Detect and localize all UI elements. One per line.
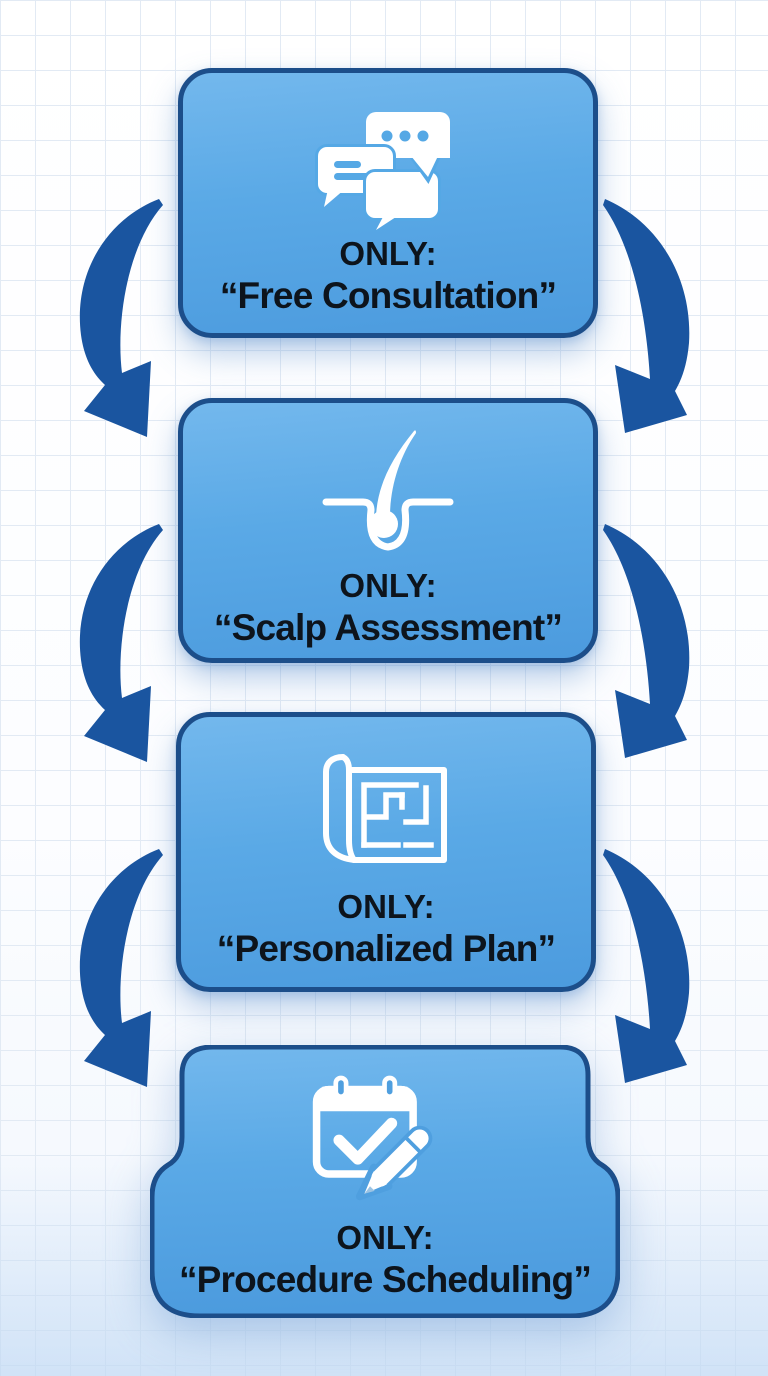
step-title: “Scalp Assessment” (213, 606, 563, 648)
curved-arrow-down-left-2-icon (79, 524, 163, 762)
blueprint-plan-icon (323, 754, 447, 863)
chat-bubbles-icon (315, 112, 450, 230)
step-title: “Free Consultation” (219, 274, 557, 316)
step-box-free-consultation: ONLY: “Free Consultation” (178, 68, 598, 338)
step-box-personalized-plan: ONLY: “Personalized Plan” (176, 712, 596, 992)
step-title: “Procedure Scheduling” (178, 1258, 592, 1300)
step-box-scalp-assessment: ONLY: “Scalp Assessment” (178, 398, 598, 663)
calendar-check-pencil-icon (312, 1075, 433, 1201)
curved-arrow-down-left-1-icon (79, 199, 163, 437)
step-title: “Personalized Plan” (216, 927, 556, 969)
curved-arrow-down-left-3-icon (79, 849, 163, 1087)
curved-arrow-down-right-1-icon (603, 199, 690, 433)
step-only-label: ONLY: (336, 1219, 434, 1256)
step-only-label: ONLY: (337, 887, 435, 925)
step-only-label: ONLY: (339, 567, 437, 604)
curved-arrow-down-right-2-icon (603, 524, 690, 758)
step-box-procedure-scheduling: ONLY: “Procedure Scheduling” (150, 1045, 620, 1318)
curved-arrow-down-right-3-icon (603, 849, 690, 1083)
step-only-label: ONLY: (339, 235, 437, 272)
hair-follicle-icon (322, 430, 454, 551)
